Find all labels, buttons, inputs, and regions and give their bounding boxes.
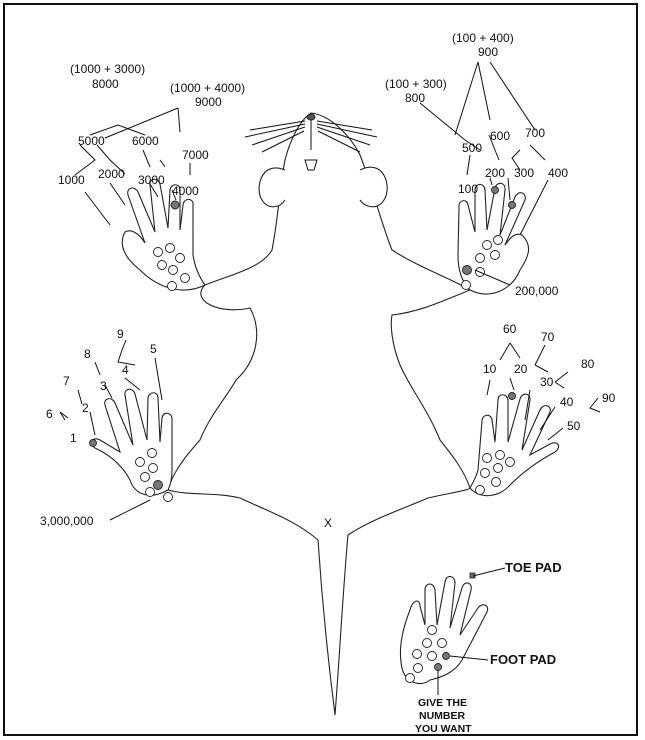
- right-ear: [360, 167, 387, 207]
- label-30: 30: [540, 375, 554, 389]
- label-4000: 4000: [172, 184, 199, 198]
- label-6000: 6000: [132, 134, 159, 148]
- toe-pad-marked: [171, 201, 179, 209]
- label-700: 700: [525, 126, 545, 140]
- label-2: 2: [82, 401, 89, 415]
- label-5000: 5000: [78, 134, 105, 148]
- left-ear: [259, 168, 285, 207]
- label-3: 3: [100, 379, 107, 393]
- label-40: 40: [560, 395, 574, 409]
- label-5: 5: [150, 342, 157, 356]
- center-x-mark: X: [324, 516, 332, 530]
- label-100-300: (100 + 300): [385, 77, 447, 91]
- label-20: 20: [514, 362, 528, 376]
- label-6: 6: [46, 407, 53, 421]
- legend-give-line2: NUMBER: [419, 710, 465, 722]
- label-3000: 3000: [138, 173, 165, 187]
- label-600: 600: [490, 129, 510, 143]
- label-8000: 8000: [92, 77, 119, 91]
- label-1000: 1000: [58, 173, 85, 187]
- label-8: 8: [84, 347, 91, 361]
- legend-toe-pad-label: TOE PAD: [505, 560, 562, 575]
- legend-paw: [400, 573, 487, 684]
- label-60: 60: [503, 322, 517, 336]
- label-400: 400: [548, 166, 568, 180]
- label-7000: 7000: [182, 148, 209, 162]
- label-1: 1: [70, 431, 77, 445]
- label-9: 9: [117, 327, 124, 341]
- label-9000: 9000: [195, 95, 222, 109]
- legend-foot-pad-label: FOOT PAD: [490, 652, 556, 667]
- label-800: 800: [405, 91, 425, 105]
- label-1000-3000: (1000 + 3000): [70, 62, 145, 76]
- right-hind-labels: (1000 + 3000) 8000 (1000 + 4000) 9000 50…: [58, 62, 245, 198]
- label-90: 90: [602, 391, 616, 405]
- label-200000: 200,000: [515, 284, 559, 298]
- label-10: 10: [483, 362, 497, 376]
- label-4: 4: [122, 363, 129, 377]
- right-fore-paw: [90, 389, 173, 501]
- label-200: 200: [485, 166, 505, 180]
- foot-pad-marked: [463, 266, 472, 275]
- label-1000-4000: (1000 + 4000): [170, 81, 245, 95]
- label-300: 300: [514, 166, 534, 180]
- label-7: 7: [63, 374, 70, 388]
- label-3000000: 3,000,000: [40, 514, 94, 528]
- left-fore-paw: [470, 393, 559, 496]
- nose-icon: [307, 114, 315, 120]
- legend-give-line3: YOU WANT: [415, 723, 472, 735]
- legend-give-line1: GIVE THE: [418, 697, 467, 709]
- label-50: 50: [567, 419, 581, 433]
- label-900: 900: [478, 45, 498, 59]
- label-80: 80: [581, 357, 595, 371]
- label-70: 70: [541, 330, 555, 344]
- label-500: 500: [462, 141, 482, 155]
- label-100: 100: [458, 182, 478, 196]
- label-2000: 2000: [98, 167, 125, 181]
- label-100-400: (100 + 400): [452, 31, 514, 45]
